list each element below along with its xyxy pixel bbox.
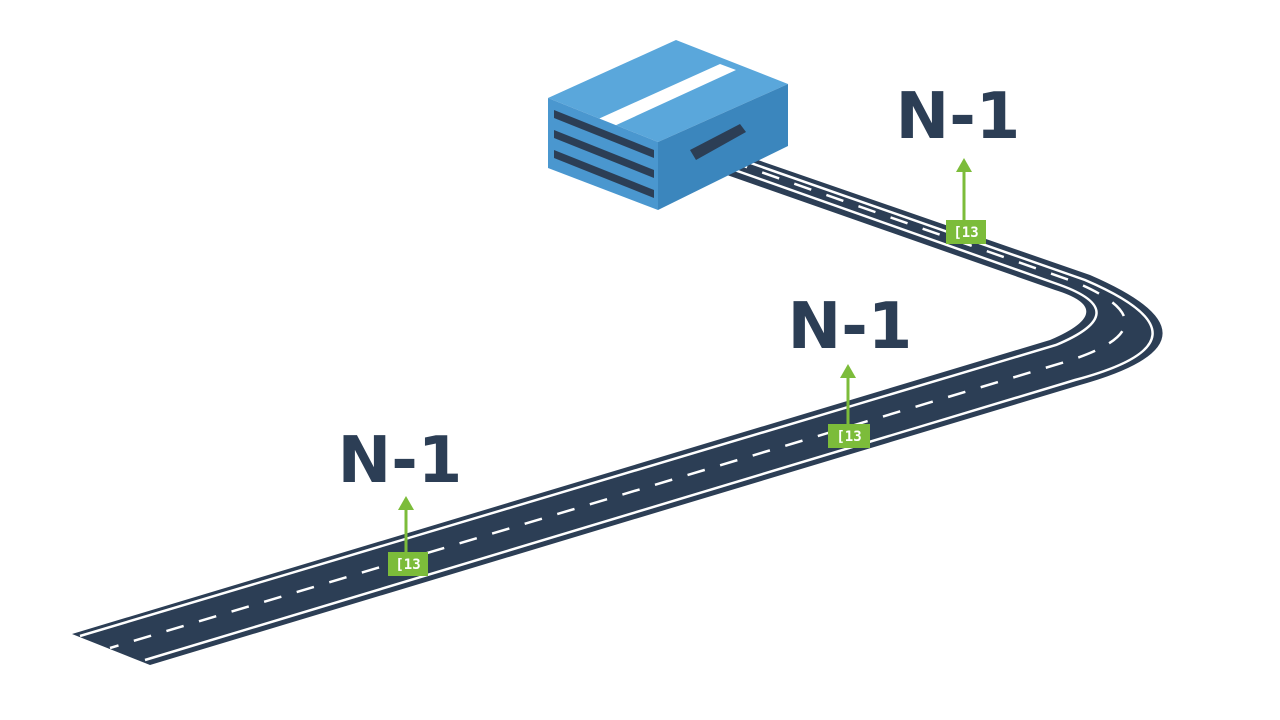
marker-3-tag-box bbox=[388, 552, 428, 576]
marker-3: N-1 [13 bbox=[338, 424, 463, 576]
marker-2-tag-box bbox=[828, 424, 870, 448]
road bbox=[72, 140, 1163, 665]
marker-1-arrow-head-icon bbox=[956, 158, 972, 172]
marker-3-label: N-1 bbox=[338, 424, 463, 498]
box-front-stripe-1 bbox=[554, 110, 654, 158]
marker-3-tag: [13 bbox=[395, 557, 420, 573]
marker-3-arrow-head-icon bbox=[398, 496, 414, 510]
box-top-stripe bbox=[596, 64, 736, 127]
marker-1: N-1 [13 bbox=[896, 80, 1021, 244]
box-front-stripe-2 bbox=[554, 130, 654, 178]
marker-2-tag: [13 bbox=[836, 429, 861, 445]
marker-2-label: N-1 bbox=[788, 290, 913, 364]
road-center-dashes bbox=[109, 148, 1127, 650]
box-road-opening bbox=[690, 124, 746, 160]
marker-1-tag: [13 bbox=[953, 225, 978, 241]
marker-1-tag-box bbox=[946, 220, 986, 244]
road-surface bbox=[72, 140, 1163, 665]
box-front-stripe-3 bbox=[554, 150, 654, 198]
marker-2: N-1 [13 bbox=[788, 290, 913, 448]
road-edge-line-outer bbox=[144, 144, 1154, 662]
box-side bbox=[658, 84, 788, 210]
road-edge-line-inner bbox=[79, 154, 1098, 638]
building-box bbox=[548, 40, 788, 210]
marker-2-arrow-head-icon bbox=[840, 364, 856, 378]
marker-1-label: N-1 bbox=[896, 80, 1021, 154]
